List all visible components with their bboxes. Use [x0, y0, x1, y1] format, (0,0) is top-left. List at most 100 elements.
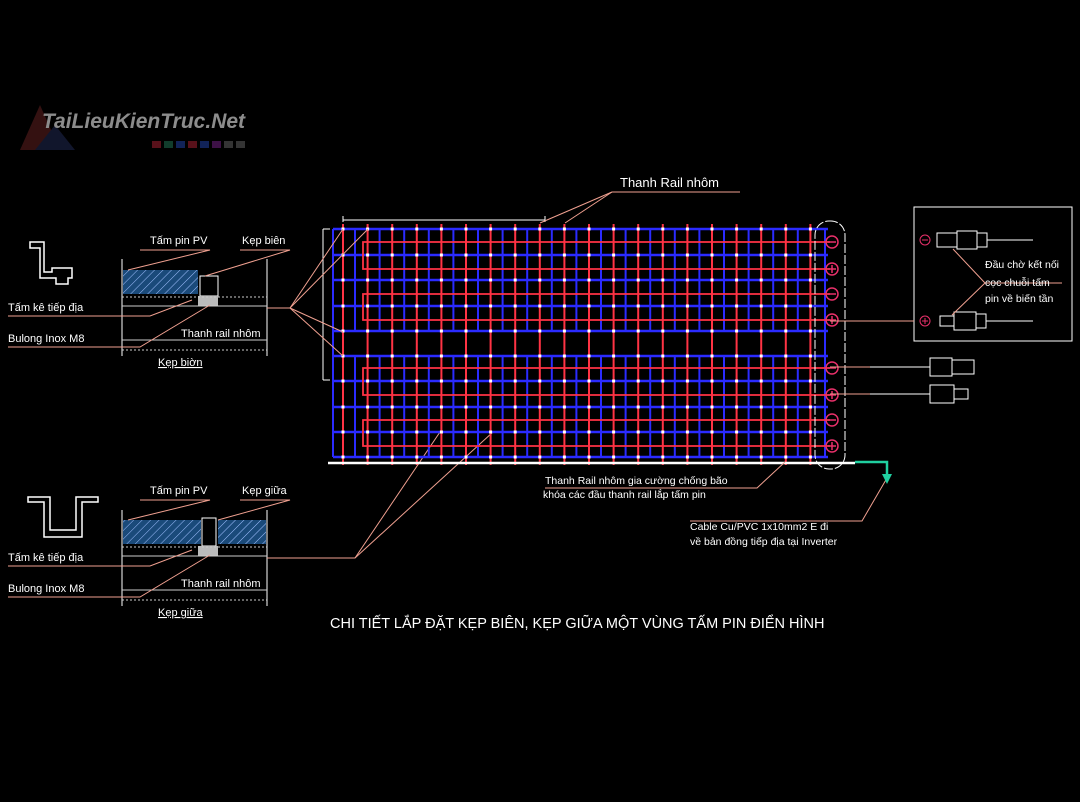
clamp-point	[685, 430, 689, 434]
ground-plate-profile	[27, 496, 99, 538]
clamp-point	[685, 354, 689, 358]
logo-square	[200, 141, 209, 148]
logo-square	[212, 141, 221, 148]
clamp-point	[685, 253, 689, 257]
label-clamp: Kẹp biên	[242, 235, 285, 247]
clamp-point	[735, 379, 739, 383]
clamp-point	[612, 379, 616, 383]
clamp-point	[562, 253, 566, 257]
clamp-point	[661, 455, 665, 459]
clamp-point	[661, 278, 665, 282]
clamp-point	[562, 304, 566, 308]
clamp-point	[784, 455, 788, 459]
clamp-point	[439, 253, 443, 257]
clamp-point	[366, 354, 370, 358]
clamp-point	[489, 405, 493, 409]
clamp-point	[808, 455, 812, 459]
clamp-point	[759, 354, 763, 358]
ground-cable	[855, 460, 889, 478]
rail-label: Thanh Rail nhôm	[620, 175, 719, 190]
clamp-point	[636, 253, 640, 257]
clamp-point	[562, 354, 566, 358]
clamp-point	[489, 455, 493, 459]
clamp-point	[759, 227, 763, 231]
clamp-point	[808, 379, 812, 383]
clamp-point	[587, 405, 591, 409]
clamp-point	[489, 253, 493, 257]
string-loop	[362, 241, 830, 270]
label-bolt: Bulong Inox M8	[8, 333, 84, 345]
clamp-point	[439, 227, 443, 231]
clamp-point	[489, 430, 493, 434]
dimension-line	[342, 216, 546, 222]
caption: Kẹp biờn	[158, 357, 203, 369]
label-rail: Thanh rail nhôm	[181, 328, 261, 340]
reinforce-line2: khóa các đầu thanh rail lắp tấm pin	[543, 488, 706, 501]
clamp-point	[390, 430, 394, 434]
logo-text: TaiLieuKienTruc.Net	[42, 110, 246, 133]
clamp-point	[464, 304, 468, 308]
clamp-point	[464, 253, 468, 257]
clamp-point	[661, 329, 665, 333]
plus-terminal-icon	[825, 439, 839, 453]
clamp-point	[612, 405, 616, 409]
clamp-point	[784, 354, 788, 358]
clamp-point	[489, 278, 493, 282]
clamp-point	[661, 405, 665, 409]
clamp-point	[464, 354, 468, 358]
clamp-point	[685, 329, 689, 333]
arrow-icon	[882, 474, 892, 484]
clamp-point	[366, 379, 370, 383]
clamp-point	[710, 405, 714, 409]
clamp-point	[538, 304, 542, 308]
clamp-point	[735, 430, 739, 434]
clamp-point	[685, 405, 689, 409]
box-line2: cọc chuỗi tấm	[985, 276, 1050, 289]
clamp-point	[808, 329, 812, 333]
clamp-point	[587, 304, 591, 308]
clamp-point	[390, 304, 394, 308]
clamp-point	[538, 227, 542, 231]
clamp-point	[562, 329, 566, 333]
clamp-point	[636, 379, 640, 383]
logo: TaiLieuKienTruc.Net	[20, 105, 246, 150]
clamp-point	[439, 304, 443, 308]
clamp-point	[390, 329, 394, 333]
clamp-point	[612, 278, 616, 282]
clamp-point	[562, 455, 566, 459]
clamp-point	[759, 430, 763, 434]
clamp-point	[415, 354, 419, 358]
clamp-point	[710, 329, 714, 333]
logo-square	[224, 141, 233, 148]
clamp-point	[735, 405, 739, 409]
clamp-point	[513, 405, 517, 409]
clamp-point	[513, 430, 517, 434]
clamp-point	[513, 455, 517, 459]
ground-plate-profile	[29, 241, 73, 285]
clamp-point	[587, 430, 591, 434]
revision-cloud	[814, 220, 846, 470]
clamp-point	[759, 455, 763, 459]
minus-terminal-icon	[825, 413, 839, 427]
clamp-point	[439, 278, 443, 282]
logo-square	[176, 141, 185, 148]
clamp-point	[341, 430, 345, 434]
clamp-point	[341, 304, 345, 308]
logo-square	[164, 141, 173, 148]
clamp-point	[710, 278, 714, 282]
clamp-point	[464, 455, 468, 459]
clamp-point	[735, 227, 739, 231]
clamp-point	[415, 430, 419, 434]
clamp-point	[661, 227, 665, 231]
label-bolt: Bulong Inox M8	[8, 583, 84, 595]
clamp-point	[415, 405, 419, 409]
clamp-point	[513, 354, 517, 358]
clamp-point	[390, 379, 394, 383]
clamp-point	[808, 354, 812, 358]
clamp-point	[661, 354, 665, 358]
clamp-point	[735, 253, 739, 257]
clamp-point	[636, 278, 640, 282]
dimension-line	[322, 228, 330, 381]
logo-square	[236, 141, 245, 148]
